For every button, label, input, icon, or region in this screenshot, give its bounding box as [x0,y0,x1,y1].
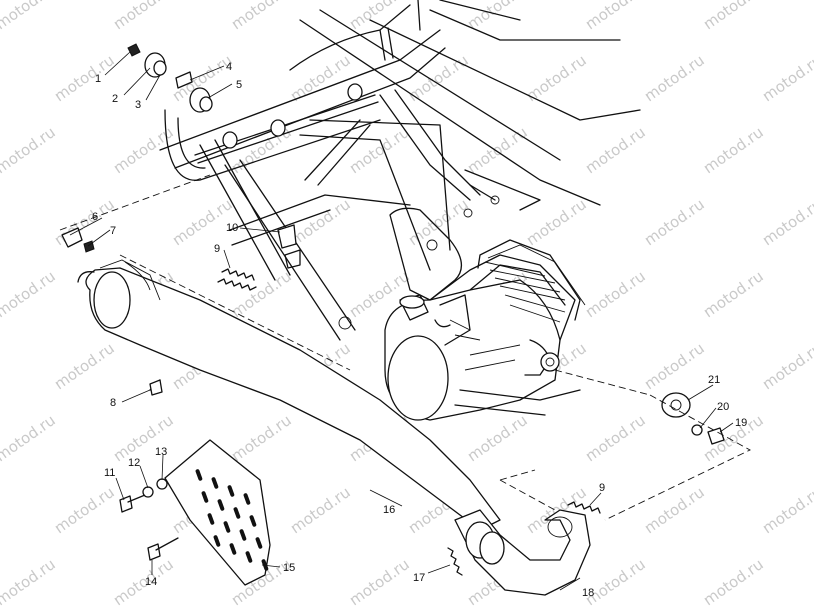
hardware [61,43,725,561]
callout-3: 3 [135,99,141,111]
watermark-text: motod.ru [464,411,531,465]
callout-1: 1 [95,73,101,85]
callout-15: 15 [283,562,295,574]
shield-slot [245,551,253,563]
watermark-text: motod.ru [641,483,708,537]
callout-18: 18 [582,587,594,599]
shield-slot [255,537,263,549]
watermark-text: motod.ru [641,195,708,249]
shield-slot [223,521,231,533]
callout-14: 14 [145,576,157,588]
callout-17: 17 [413,572,425,584]
watermark-text: motod.ru [700,0,767,33]
shield-slot [211,477,219,489]
watermark-text: motod.ru [346,555,413,609]
watermark-text: motod.ru [759,483,814,537]
callout-21: 21 [708,374,720,386]
watermark-text: motod.ru [759,51,814,105]
shield-slot [227,485,235,497]
watermark-text: motod.ru [110,555,177,609]
watermark-text: motod.ru [0,0,59,33]
watermark-text: motod.ru [228,411,295,465]
callout-5: 5 [236,79,242,91]
watermark-text: motod.ru [759,195,814,249]
watermark-text: motod.ru [700,555,767,609]
callout-2: 2 [112,93,118,105]
watermark-text: motod.ru [346,123,413,177]
watermark-text: motod.ru [346,0,413,33]
shield-slot [233,507,241,519]
callout-13: 13 [155,446,167,458]
shield-slot [213,535,221,547]
shield-slot [195,469,203,481]
watermark-text: motod.ru [51,51,118,105]
callout-19: 19 [735,417,747,429]
watermark-text: motod.ru [582,123,649,177]
shield-slot [243,493,251,505]
watermark-text: motod.ru [464,123,531,177]
shield-slot [207,513,215,525]
watermark-text: motod.ru [582,267,649,321]
watermark-text: motod.ru [0,267,59,321]
reference-lines [59,174,751,521]
callout-12: 12 [128,457,140,469]
watermark-text: motod.ru [0,555,59,609]
springs [217,268,601,576]
callout-7: 7 [110,225,116,237]
watermark-text: motod.ru [582,0,649,33]
watermark-text: motod.ru [0,123,59,177]
watermark-text: motod.ru [51,339,118,393]
watermark-text: motod.ru [641,51,708,105]
callout-9-lower: 9 [599,482,605,494]
callout-16: 16 [383,504,395,516]
heat-shield [164,439,271,586]
watermark-text: motod.ru [0,411,59,465]
engine [384,239,586,421]
shield-slot [229,543,237,555]
callout-11: 11 [104,467,115,479]
shield-slot [217,499,225,511]
exhaust-pipe [454,509,591,596]
watermark-text: motod.ru [582,411,649,465]
watermark-text: motod.ru [405,195,472,249]
watermark-text: motod.ru [582,555,649,609]
callout-4: 4 [226,61,232,73]
shield-slot [249,515,257,527]
watermark-text: motod.ru [228,0,295,33]
muffler [77,259,501,531]
watermark-text: motod.ru [700,267,767,321]
watermark-text: motod.ru [110,0,177,33]
callout-20: 20 [717,401,729,413]
shield-slot [239,529,247,541]
leader-lines [69,51,734,591]
callout-6: 6 [92,211,98,223]
frame [159,0,641,341]
shield-slot [201,491,209,503]
callout-9-upper: 9 [214,243,220,255]
watermark-text: motod.ru [287,51,354,105]
watermark-text: motod.ru [759,339,814,393]
watermark-text: motod.ru [51,483,118,537]
watermark-text: motod.ru [287,483,354,537]
callout-8: 8 [110,397,116,409]
watermark-text: motod.ru [110,123,177,177]
watermark-text: motod.ru [700,123,767,177]
callout-10: 10 [226,222,238,234]
watermark-text: motod.ru [641,339,708,393]
watermark-text: motod.ru [51,195,118,249]
callout-labels: 1 2 3 4 5 6 7 8 9 9 10 11 12 13 14 15 16… [92,61,747,599]
